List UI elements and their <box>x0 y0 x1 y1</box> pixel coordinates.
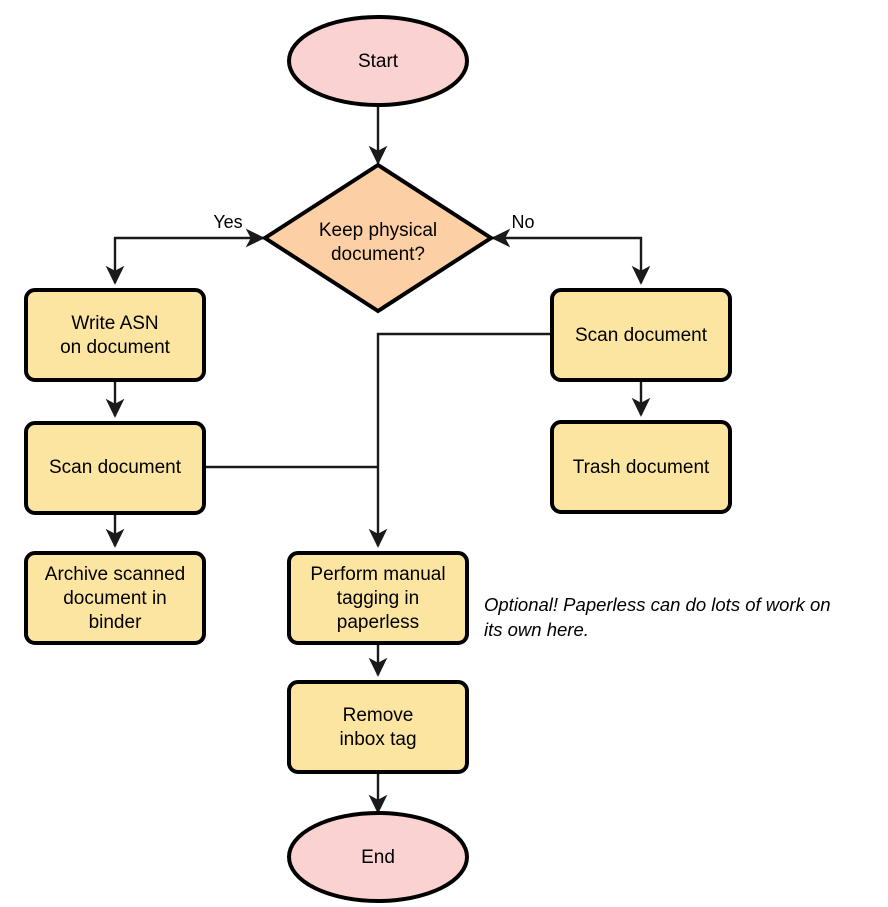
write-asn-box[interactable] <box>24 288 206 382</box>
connectors-layer <box>105 105 651 814</box>
node-archive-scanned-document[interactable]: Archive scanned document in binder <box>24 551 206 645</box>
remove-inbox-tag-box[interactable] <box>287 680 469 774</box>
manual-tagging-label-line3: paperless <box>337 612 419 633</box>
start-ellipse[interactable] <box>287 15 469 107</box>
annotation-line2: its own here. <box>484 619 589 640</box>
scan-document-right-label: Scan document <box>575 325 708 346</box>
trash-document-box[interactable] <box>550 420 732 514</box>
write-asn-label-line2: on document <box>60 337 171 358</box>
write-asn-label-line1: Write ASN <box>71 313 158 334</box>
scan-document-left-label: Scan document <box>49 457 182 478</box>
scan-document-left-box[interactable] <box>24 421 206 515</box>
start-label: Start <box>358 51 399 72</box>
end-ellipse[interactable] <box>287 811 469 903</box>
manual-tagging-label-line2: tagging in <box>337 588 419 609</box>
node-write-asn-on-document[interactable]: Write ASN on document <box>24 288 206 382</box>
node-scan-document-right[interactable]: Scan document <box>550 288 732 382</box>
node-remove-inbox-tag[interactable]: Remove inbox tag <box>287 680 469 774</box>
end-label: End <box>361 847 395 868</box>
annotation-optional-paperless: Optional! Paperless can do lots of work … <box>484 594 831 640</box>
node-start[interactable]: Start <box>287 15 469 107</box>
node-trash-document[interactable]: Trash document <box>550 420 732 514</box>
remove-inbox-tag-label-line2: inbox tag <box>339 729 416 750</box>
annotation-line1: Optional! Paperless can do lots of work … <box>484 594 831 615</box>
manual-tagging-label-line1: Perform manual <box>310 564 445 585</box>
connector-decision-yes-to-write-asn <box>105 236 265 285</box>
decision-label-line2: document? <box>331 244 425 265</box>
node-perform-manual-tagging[interactable]: Perform manual tagging in paperless <box>287 551 469 645</box>
decision-label-line1: Keep physical <box>319 220 437 241</box>
scan-document-right-box[interactable] <box>550 288 732 382</box>
archive-label-line3: binder <box>89 612 142 633</box>
remove-inbox-tag-label-line1: Remove <box>343 705 414 726</box>
archive-box[interactable] <box>24 551 206 645</box>
connector-decision-no-to-scan-right <box>491 236 651 285</box>
archive-label-line1: Archive scanned <box>45 564 185 585</box>
manual-tagging-box[interactable] <box>287 551 469 645</box>
node-scan-document-left[interactable]: Scan document <box>24 421 206 515</box>
connector-scan-right-to-manual-tagging <box>368 332 552 548</box>
edge-label-yes: Yes <box>213 212 242 232</box>
archive-label-line2: document in <box>63 588 167 609</box>
trash-document-label: Trash document <box>573 457 710 478</box>
edge-label-no: No <box>511 212 534 232</box>
decision-diamond[interactable] <box>261 162 495 314</box>
node-end[interactable]: End <box>287 811 469 903</box>
node-decision-keep-physical-document[interactable]: Keep physical document? <box>261 162 495 314</box>
